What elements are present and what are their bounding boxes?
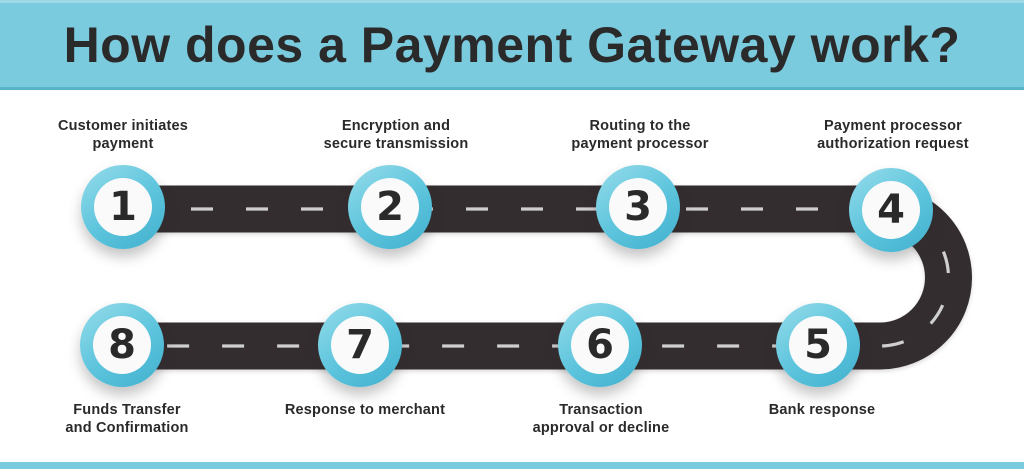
step-number: 6 <box>586 322 614 368</box>
step-number: 2 <box>376 184 404 230</box>
step-label-3: Routing to the payment processor <box>520 117 760 153</box>
step-number: 1 <box>109 184 137 230</box>
step-label-4: Payment processor authorization request <box>773 117 1013 153</box>
step-badge-face: 1 <box>94 178 152 236</box>
step-number: 3 <box>624 184 652 230</box>
step-label-line: Response to merchant <box>284 402 446 418</box>
step-label-5: Bank response <box>702 401 942 419</box>
step-label-2: Encryption and secure transmission <box>276 117 516 153</box>
step-label-line: approval or decline <box>532 420 670 436</box>
header-banner: How does a Payment Gateway work? <box>0 0 1024 90</box>
step-label-line: secure transmission <box>323 136 469 152</box>
page-title: How does a Payment Gateway work? <box>63 17 961 73</box>
step-badge-6: 6 <box>558 303 642 387</box>
step-label-line: Transaction <box>559 402 643 418</box>
step-badge-2: 2 <box>348 165 432 249</box>
step-label-line: Encryption and <box>341 118 451 134</box>
step-label-line: Funds Transfer <box>73 402 181 418</box>
step-label-line: Bank response <box>768 402 876 418</box>
step-number: 7 <box>346 322 374 368</box>
step-badge-5: 5 <box>776 303 860 387</box>
step-label-line: and Confirmation <box>65 420 189 436</box>
step-badge-face: 3 <box>609 178 667 236</box>
step-number: 5 <box>804 322 832 368</box>
step-label-line: Routing to the <box>589 118 691 134</box>
step-badge-4: 4 <box>849 168 933 252</box>
step-badge-face: 2 <box>361 178 419 236</box>
step-label-line: Payment processor <box>824 118 962 134</box>
step-label-line: payment <box>92 136 154 152</box>
step-label-1: Customer initiates payment <box>3 117 243 153</box>
step-badge-8: 8 <box>80 303 164 387</box>
step-label-6: Transaction approval or decline <box>481 401 721 437</box>
step-badge-face: 7 <box>331 316 389 374</box>
step-number: 4 <box>877 187 905 233</box>
step-label-8: Funds Transfer and Confirmation <box>7 401 247 437</box>
step-badge-face: 6 <box>571 316 629 374</box>
step-badge-face: 4 <box>862 181 920 239</box>
step-badge-face: 8 <box>93 316 151 374</box>
step-number: 8 <box>108 322 136 368</box>
step-label-line: authorization request <box>817 136 969 152</box>
step-badge-face: 5 <box>789 316 847 374</box>
step-badge-1: 1 <box>81 165 165 249</box>
step-label-line: payment processor <box>571 136 709 152</box>
step-label-7: Response to merchant <box>245 401 485 419</box>
step-label-line: Customer initiates <box>57 118 189 134</box>
step-badge-3: 3 <box>596 165 680 249</box>
footer-strip <box>0 462 1024 469</box>
step-badge-7: 7 <box>318 303 402 387</box>
